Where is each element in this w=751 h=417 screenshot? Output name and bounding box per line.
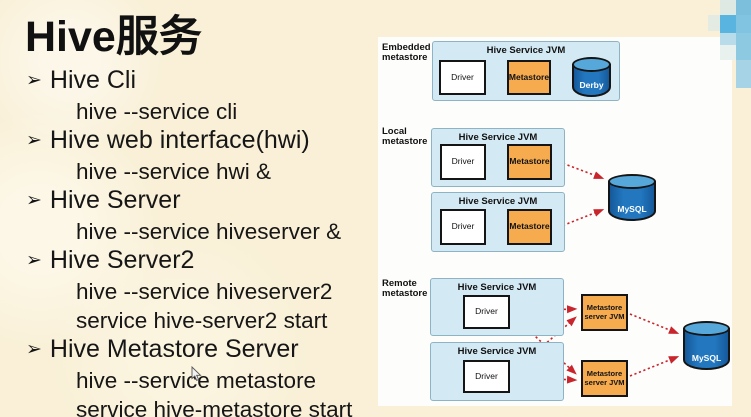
driver-box: Driver <box>463 360 510 393</box>
metastore-box: Metastore <box>507 209 552 245</box>
bullet-item: ➢ Hive Server2 <box>26 246 391 277</box>
metastore-label: Metastore <box>508 71 550 82</box>
bullet-item: ➢ Hive Server <box>26 186 391 217</box>
cylinder-top <box>572 57 611 72</box>
command-line: service hive-metastore start <box>76 397 353 417</box>
command-line: service hive-server2 start <box>76 308 328 333</box>
derby-label: Derby <box>579 80 604 90</box>
bullet-label: Hive Cli <box>49 66 137 94</box>
metastore-box: Metastore <box>507 60 551 95</box>
metastore-label: Metastore <box>509 221 550 232</box>
bullet-label: Hive Metastore Server <box>49 335 299 363</box>
command-line: hive --service metastore <box>76 368 317 393</box>
command-line: hive --service hiveserver2 <box>76 279 333 304</box>
metastore-box: Metastore <box>507 144 552 180</box>
section-label-local: Local metastore <box>382 126 428 148</box>
bullet-arrow-icon: ➢ <box>26 190 42 211</box>
bullet-item: ➢ Hive web interface(hwi) <box>26 126 391 157</box>
jvm-header: Hive Service JVM <box>458 196 538 207</box>
jvm-header: Hive Service JVM <box>486 45 566 56</box>
bullet-item: ➢ Hive Cli <box>26 66 391 97</box>
mysql-database-cylinder: MySQL <box>683 321 730 370</box>
bullet-item: ➢ Hive Metastore Server <box>26 335 391 366</box>
cylinder-top <box>683 321 730 336</box>
bullet-arrow-icon: ➢ <box>26 130 42 151</box>
bullet-label: Hive Server <box>49 186 181 214</box>
bullet-list: ➢ Hive Cli hive --service cli ➢ Hive web i… <box>26 66 391 417</box>
mysql-database-cylinder: MySQL <box>608 174 656 221</box>
driver-label: Driver <box>451 156 475 167</box>
section-label-embedded: Embedded metastore <box>382 42 431 64</box>
mysql-label: MySQL <box>691 353 722 363</box>
command-line: hive --service hwi & <box>76 159 272 184</box>
driver-label: Driver <box>451 221 475 232</box>
driver-label: Driver <box>451 71 474 82</box>
metastore-diagram: Embedded metastore Local metastore Remot… <box>378 37 732 406</box>
jvm-header: Hive Service JVM <box>458 132 538 143</box>
command-line: hive --service hiveserver & <box>76 219 342 244</box>
bullet-arrow-icon: ➢ <box>26 70 42 91</box>
mysql-label: MySQL <box>617 204 647 214</box>
bullet-arrow-icon: ➢ <box>26 250 42 271</box>
metastore-server-jvm-box: Metastore server JVM <box>581 294 628 331</box>
driver-label: Driver <box>475 306 498 317</box>
metastore-server-label: Metastore server JVM <box>584 303 625 321</box>
mouse-cursor-icon <box>191 366 202 382</box>
metastore-server-jvm-box: Metastore server JVM <box>581 360 628 397</box>
command-line: hive --service cli <box>76 99 238 124</box>
driver-box: Driver <box>439 60 486 95</box>
metastore-label: Metastore <box>509 156 550 167</box>
jvm-header: Hive Service JVM <box>457 346 537 357</box>
section-label-remote: Remote metastore <box>382 278 428 300</box>
jvm-header: Hive Service JVM <box>457 282 537 293</box>
driver-label: Driver <box>475 370 498 381</box>
driver-box: Driver <box>440 209 486 245</box>
page-title: Hive服务 <box>25 13 202 61</box>
cylinder-top <box>608 174 656 189</box>
bullet-label: Hive Server2 <box>49 246 195 274</box>
metastore-server-label: Metastore server JVM <box>584 369 625 387</box>
driver-box: Driver <box>440 144 486 180</box>
derby-database-cylinder: Derby <box>572 57 611 97</box>
driver-box: Driver <box>463 295 510 329</box>
bullet-arrow-icon: ➢ <box>26 339 42 360</box>
bullet-label: Hive web interface(hwi) <box>49 126 310 154</box>
